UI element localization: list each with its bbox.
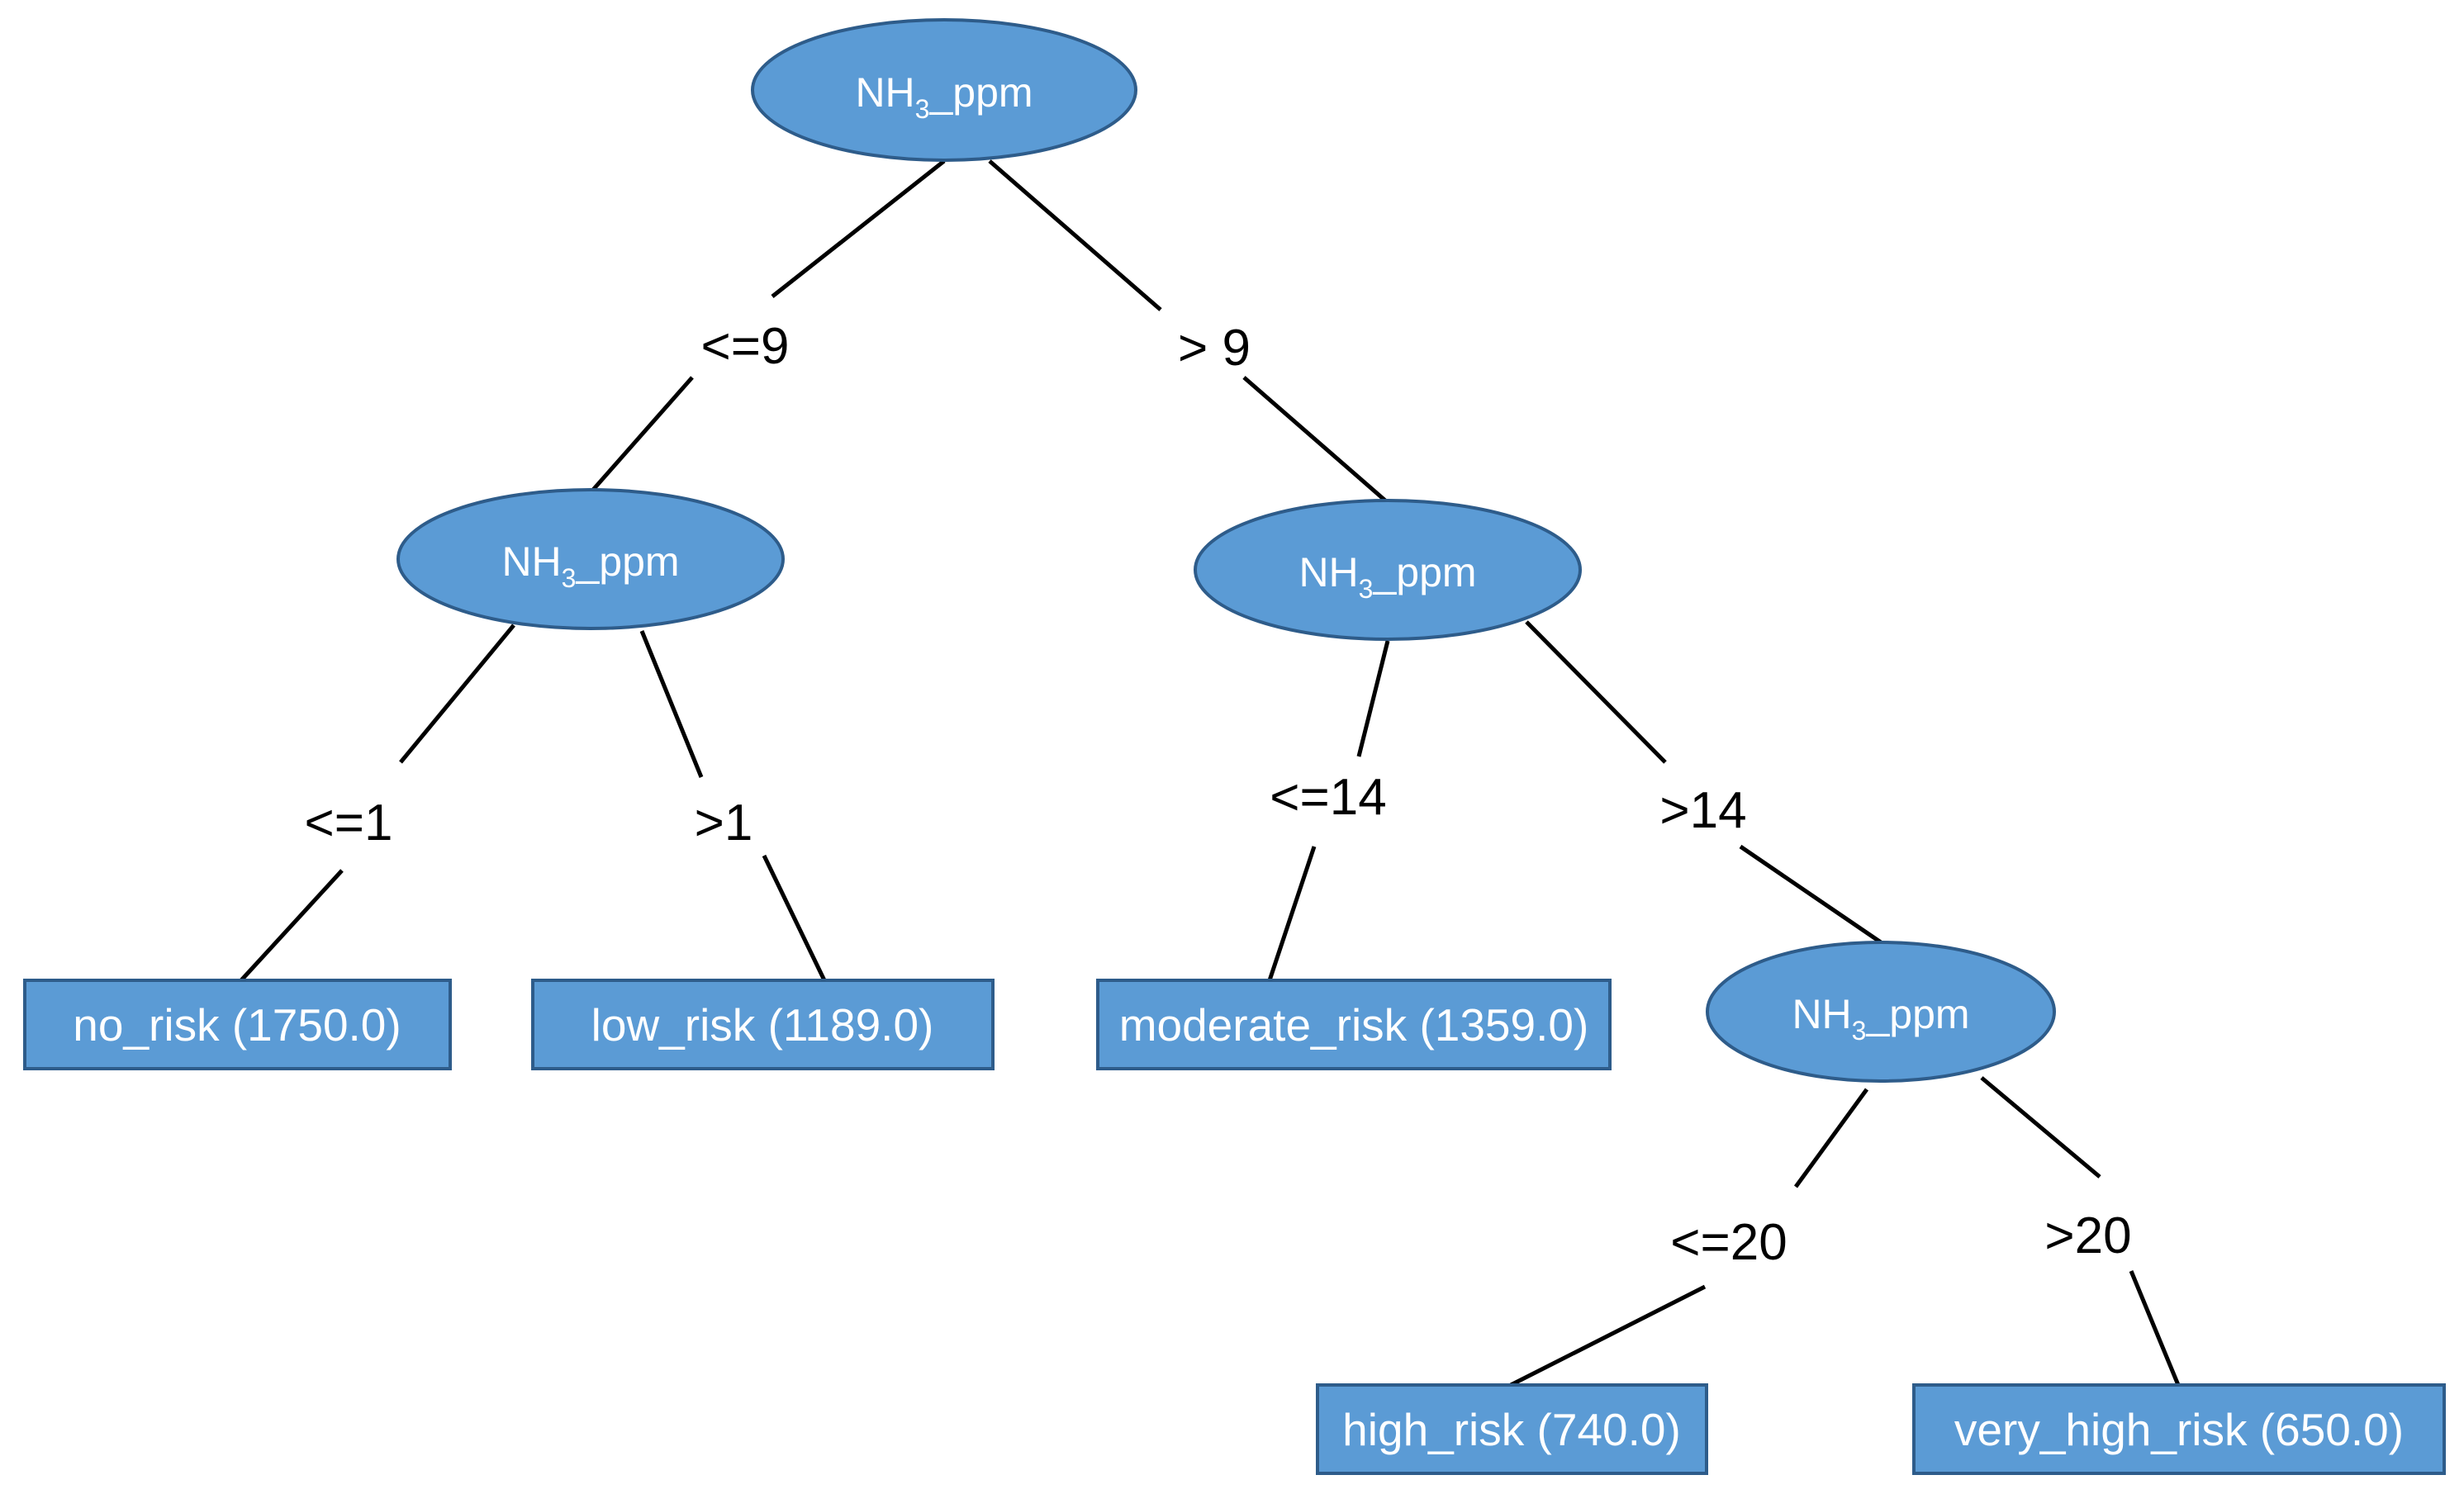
- edge-label-left-low-risk: >1: [695, 794, 753, 851]
- leaf-label: moderate_risk (1359.0): [1119, 999, 1589, 1051]
- leaf-moderate-risk: moderate_risk (1359.0): [1096, 979, 1612, 1070]
- node-ellipse: [396, 488, 785, 630]
- leaf-label: very_high_risk (650.0): [1954, 1404, 2404, 1455]
- edge-left-low-risk: >1: [639, 630, 827, 982]
- leaf-label: no_risk (1750.0): [73, 999, 401, 1051]
- leaf-no-risk: no_risk (1750.0): [23, 979, 452, 1070]
- leaf-box: [1912, 1383, 2446, 1475]
- node-label: NH3_ppm: [1792, 991, 1969, 1046]
- node-label: NH3_ppm: [1298, 549, 1476, 604]
- edge-label-right-right-right: >14: [1659, 782, 1746, 839]
- edge-root-left: <=9: [591, 159, 946, 491]
- leaf-box: [1096, 979, 1612, 1070]
- leaf-box: [531, 979, 995, 1070]
- leaf-box: [1316, 1383, 1708, 1475]
- decision-node-root: NH3_ppm: [751, 18, 1137, 162]
- leaf-box: [23, 979, 452, 1070]
- leaf-low-risk: low_risk (1189.0): [531, 979, 995, 1070]
- decision-node-right: NH3_ppm: [1194, 499, 1582, 641]
- edge-right-right-right: >14: [1525, 620, 1882, 945]
- leaf-very-high-risk: very_high_risk (650.0): [1912, 1383, 2446, 1475]
- edge-label-root-right: > 9: [1178, 320, 1251, 377]
- node-label: NH3_ppm: [501, 538, 679, 593]
- edge-label-left-no-risk: <=1: [305, 794, 393, 851]
- decision-node-right-right: NH3_ppm: [1706, 941, 2056, 1083]
- leaf-high-risk: high_risk (740.0): [1316, 1383, 1708, 1475]
- edge-label-root-left: <=9: [701, 318, 790, 375]
- leaf-label: high_risk (740.0): [1342, 1404, 1681, 1455]
- edge-right-moderate: <=14: [1267, 640, 1390, 981]
- edge-label-right-moderate: <=14: [1270, 769, 1386, 826]
- node-ellipse: [751, 18, 1137, 162]
- node-ellipse: [1706, 941, 2056, 1083]
- edge-root-right: > 9: [988, 159, 1387, 502]
- edge-rr-very-high: >20: [1980, 1076, 2181, 1386]
- edge-label-rr-very-high: >20: [2044, 1207, 2131, 1264]
- leaf-label: low_risk (1189.0): [591, 999, 934, 1051]
- node-label: NH3_ppm: [855, 69, 1033, 124]
- edge-rr-high: <=20: [1509, 1088, 1869, 1387]
- edge-left-no-risk: <=1: [240, 624, 515, 982]
- decision-node-left: NH3_ppm: [396, 488, 785, 630]
- edge-label-rr-high: <=20: [1670, 1214, 1787, 1271]
- node-ellipse: [1194, 499, 1582, 641]
